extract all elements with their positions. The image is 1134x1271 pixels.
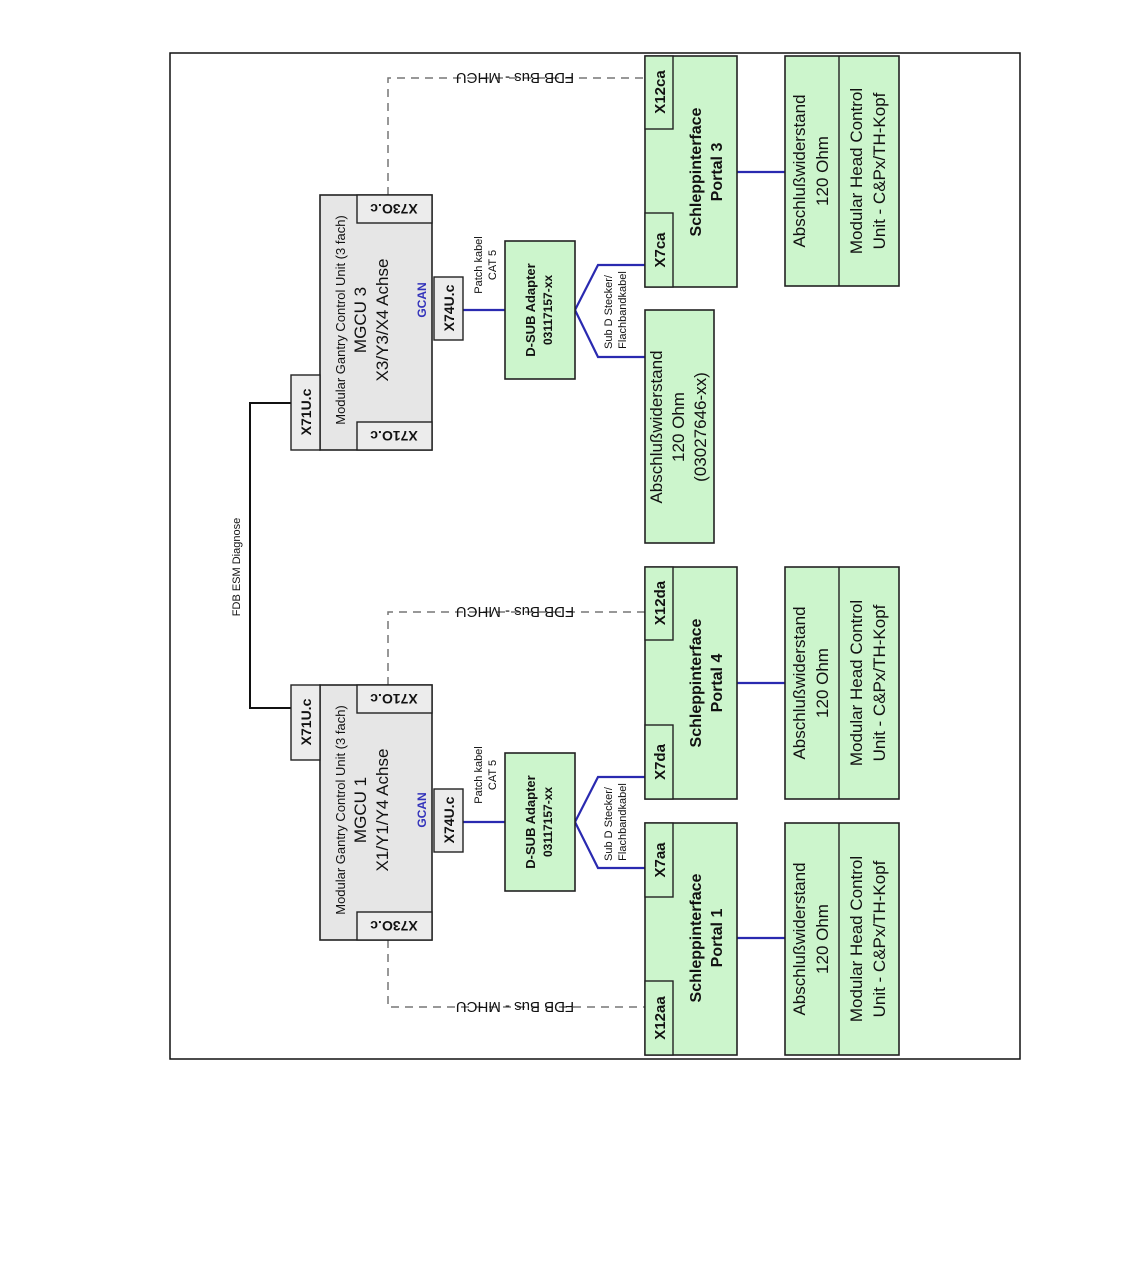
port-x12da bbox=[644, 566, 674, 641]
port-x12aa-label: X12aa bbox=[652, 996, 669, 1040]
portal-4-line1: Schleppinterface bbox=[688, 618, 705, 747]
terminator-standalone-line3: (03027646-xx) bbox=[691, 372, 710, 482]
fdb-bus-line-portal3 bbox=[387, 77, 645, 195]
port-x7ca-label: X7ca bbox=[652, 232, 669, 268]
sub-d-cable-bottom-2 bbox=[574, 821, 645, 870]
dsub-adapter-bottom: D-SUB Adapter 03117157-xx bbox=[504, 752, 576, 892]
mgcu-3-subtitle: Modular Gantry Control Unit (3 fach) bbox=[333, 215, 348, 425]
dsub-adapter-bottom-line1: D-SUB Adapter bbox=[523, 775, 538, 868]
port-x74u-mgcu1 bbox=[433, 788, 464, 853]
head4-mhcu-line2: Unit - C&Px/TH-Kopf bbox=[870, 604, 889, 761]
mgcu-3-title: MGCU 3 bbox=[351, 287, 370, 353]
sub-d-cable-bottom bbox=[574, 775, 645, 823]
dsub-adapter-top-line1: D-SUB Adapter bbox=[523, 263, 538, 356]
terminator-standalone-line2: 120 Ohm bbox=[669, 392, 688, 462]
port-x12da-label: X12da bbox=[652, 580, 669, 625]
schleppinterface-portal-3: X12ca X7ca Schleppinterface Portal 3 bbox=[644, 55, 738, 288]
port-x7da bbox=[644, 724, 674, 800]
fdb-bus-line-portal1 bbox=[387, 940, 645, 1008]
port-x73o-mgcu3 bbox=[356, 194, 433, 224]
port-x71o-mgcu1 bbox=[356, 684, 433, 714]
dsub-adapter-top: D-SUB Adapter 03117157-xx bbox=[504, 240, 576, 380]
schleppinterface-portal-4: X12da X7da Schleppinterface Portal 4 bbox=[644, 566, 738, 800]
port-x74u-mgcu1-label: X74U.c bbox=[441, 796, 457, 843]
port-x73o-mgcu1 bbox=[356, 911, 433, 941]
port-x71o-mgcu3 bbox=[356, 421, 433, 451]
head3-term-line2: 120 Ohm bbox=[813, 136, 832, 206]
patch-cable-label-bottom-1: Patch kabel bbox=[473, 746, 485, 803]
portal-1-line1: Schleppinterface bbox=[688, 873, 705, 1002]
terminator-resistor-standalone: Abschlußwiderstand 120 Ohm (03027646-xx) bbox=[644, 309, 715, 544]
portal-4-line2: Portal 4 bbox=[709, 654, 726, 713]
fdb-bus-label-portal4: FDB Bus - MHCU bbox=[456, 603, 574, 620]
patch-cable-label-top-1: Patch kabel bbox=[473, 236, 485, 293]
mgcu-1-subtitle: Modular Gantry Control Unit (3 fach) bbox=[333, 705, 348, 915]
mgcu-1-unit: X71U.c X71O.c X73O.c X74U.c Modular Gant… bbox=[290, 684, 464, 941]
port-x71u-mgcu3-label: X71U.c bbox=[298, 388, 314, 435]
fdb-bus-label-portal3: FDB Bus - MHCU bbox=[456, 69, 574, 86]
port-x71u-mgcu3 bbox=[290, 374, 321, 451]
head1-mhcu-line2: Unit - C&Px/TH-Kopf bbox=[870, 860, 889, 1017]
port-x12ca bbox=[644, 55, 674, 130]
port-x71o-mgcu3-label: X71O.c bbox=[370, 428, 418, 444]
head4-term-line2: 120 Ohm bbox=[813, 648, 832, 718]
patch-cable-label-bottom-2: CAT 5 bbox=[487, 760, 499, 790]
port-x7da-label: X7da bbox=[652, 743, 669, 780]
diagram-frame bbox=[169, 52, 1021, 1060]
portal-3-line1: Schleppinterface bbox=[688, 107, 705, 236]
port-x7ca bbox=[644, 212, 674, 288]
port-x74u-mgcu3-label: X74U.c bbox=[441, 284, 457, 331]
port-x12aa bbox=[644, 980, 674, 1056]
port-x73o-mgcu1-label: X73O.c bbox=[370, 918, 418, 934]
head4-mhcu-line1: Modular Head Control bbox=[847, 600, 866, 766]
fdb-bus-line-portal4 bbox=[387, 611, 645, 685]
port-x71u-mgcu1-label: X71U.c bbox=[298, 698, 314, 745]
head-unit-portal-4: Abschlußwiderstand 120 Ohm Modular Head … bbox=[784, 566, 900, 800]
port-x74u-mgcu3 bbox=[433, 276, 464, 341]
port-x71o-mgcu1-label: X71O.c bbox=[370, 691, 418, 707]
head1-term-line1: Abschlußwiderstand bbox=[790, 862, 809, 1015]
head-unit-portal-3: Abschlußwiderstand 120 Ohm Modular Head … bbox=[784, 55, 900, 287]
port-x73o-mgcu3-label: X73O.c bbox=[370, 201, 418, 217]
port-x71u-mgcu1 bbox=[290, 684, 321, 761]
sub-d-label-top-2: Flachbandkabel bbox=[617, 271, 629, 349]
head1-term-line2: 120 Ohm bbox=[813, 904, 832, 974]
head1-mhcu-line1: Modular Head Control bbox=[847, 856, 866, 1022]
mgcu-1-axes: X1/Y1/Y4 Achse bbox=[373, 749, 392, 872]
mgcu-1-gcan: GCAN bbox=[415, 792, 429, 827]
sub-d-cable-top-2 bbox=[574, 309, 645, 359]
dsub-adapter-bottom-line2: 03117157-xx bbox=[541, 787, 555, 857]
dsub-adapter-top-line2: 03117157-xx bbox=[541, 275, 555, 345]
portal-3-line2: Portal 3 bbox=[709, 143, 726, 202]
portal-1-line2: Portal 1 bbox=[709, 909, 726, 968]
mgcu-3-unit: X71U.c X73O.c X71O.c X74U.c Modular Gant… bbox=[290, 194, 464, 451]
head3-mhcu-line1: Modular Head Control bbox=[847, 88, 866, 254]
sub-d-label-bottom-2: Flachbandkabel bbox=[617, 783, 629, 861]
head3-term-line1: Abschlußwiderstand bbox=[790, 94, 809, 247]
sub-d-label-bottom-1: Sub D Stecker/ bbox=[603, 786, 615, 861]
fdb-esm-link bbox=[249, 402, 291, 709]
head-unit-portal-1: Abschlußwiderstand 120 Ohm Modular Head … bbox=[784, 822, 900, 1056]
schleppinterface-portal-1: X7aa X12aa Schleppinterface Portal 1 bbox=[644, 822, 738, 1056]
head4-term-line1: Abschlußwiderstand bbox=[790, 606, 809, 759]
fdb-esm-label: FDB ESM Diagnose bbox=[231, 518, 243, 616]
port-x7aa bbox=[644, 822, 674, 898]
port-x7aa-label: X7aa bbox=[652, 842, 669, 878]
mgcu-1-title: MGCU 1 bbox=[351, 777, 370, 843]
patch-cable-label-top-2: CAT 5 bbox=[487, 250, 499, 280]
mgcu-3-axes: X3/Y3/X4 Achse bbox=[373, 259, 392, 382]
terminator-standalone-line1: Abschlußwiderstand bbox=[647, 350, 666, 503]
sub-d-label-top-1: Sub D Stecker/ bbox=[603, 274, 615, 349]
sub-d-cable-top bbox=[574, 263, 645, 311]
mgcu-3-gcan: GCAN bbox=[415, 282, 429, 317]
fdb-bus-label-portal1: FDB Bus - MHCU bbox=[456, 998, 574, 1015]
head3-mhcu-line2: Unit - C&Px/TH-Kopf bbox=[870, 92, 889, 249]
port-x12ca-label: X12ca bbox=[652, 70, 669, 114]
